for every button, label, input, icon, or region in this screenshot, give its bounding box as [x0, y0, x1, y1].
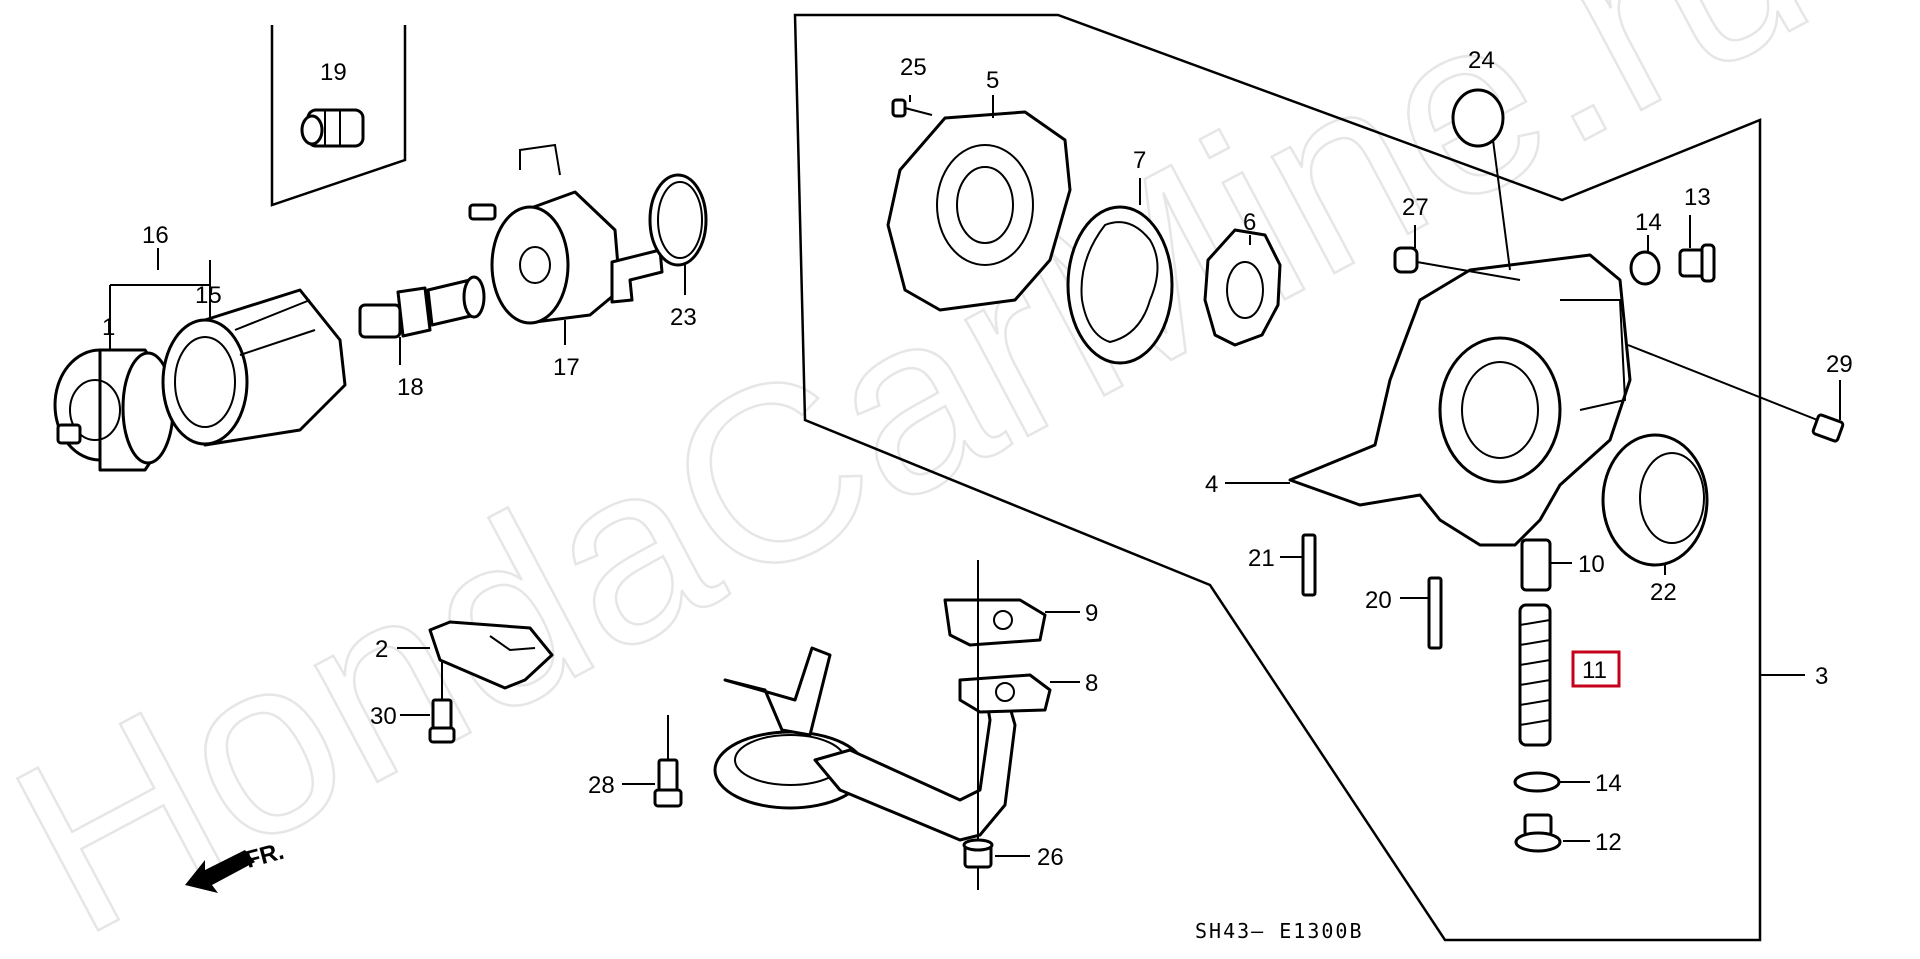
circlip-part[interactable] [1451, 88, 1505, 148]
highlighted-part-11[interactable]: 11 [1571, 650, 1621, 688]
part-label-2[interactable]: 2 [375, 636, 388, 663]
pipe-flange-8-part[interactable] [958, 673, 1052, 714]
oil-pressure-switch-part[interactable] [358, 275, 486, 339]
part-label-30[interactable]: 30 [370, 703, 397, 730]
part-label-12[interactable]: 12 [1595, 829, 1622, 856]
front-direction-arrow: FR. [185, 838, 287, 893]
part-label-5[interactable]: 5 [986, 67, 999, 94]
diagram-code: SH43— E1300B [1195, 919, 1364, 943]
part-label-21[interactable]: 21 [1248, 545, 1275, 572]
washer-14-bottom-part[interactable] [1513, 771, 1561, 793]
plug-part[interactable] [300, 108, 365, 148]
part-label-22[interactable]: 22 [1650, 579, 1677, 606]
screw-25-part[interactable] [891, 98, 933, 118]
part-label-1[interactable]: 1 [102, 314, 115, 341]
part-label-13[interactable]: 13 [1684, 184, 1711, 211]
bolt-28-part[interactable] [653, 715, 683, 808]
inner-rotor-part[interactable] [1203, 228, 1282, 347]
part-label-19[interactable]: 19 [320, 59, 347, 86]
part-label-7[interactable]: 7 [1133, 147, 1146, 174]
part-label-11[interactable]: 11 [1582, 657, 1607, 684]
bolt-29-part[interactable] [1627, 344, 1845, 443]
assembly-frame [793, 13, 1762, 942]
pump-cover-part[interactable] [886, 110, 1072, 312]
part-label-17[interactable]: 17 [553, 354, 580, 381]
bolt-30-part[interactable] [428, 660, 456, 744]
part-label-16[interactable]: 16 [142, 222, 169, 249]
stud-20-part[interactable] [1427, 576, 1443, 650]
part-label-20[interactable]: 20 [1365, 587, 1392, 614]
o-ring-inner [657, 181, 703, 259]
nut-26-part[interactable] [962, 838, 994, 869]
relief-spring-11-part[interactable] [1518, 603, 1552, 747]
part-label-14-top[interactable]: 14 [1635, 209, 1662, 236]
dowel-27-part[interactable] [1393, 246, 1419, 274]
gasket-9-part[interactable] [943, 598, 1047, 647]
plug-12-part[interactable] [1514, 813, 1562, 853]
stud-21-part[interactable] [1301, 533, 1317, 597]
leader-24-axis [1492, 139, 1511, 271]
oil-strainer-part[interactable] [713, 646, 1017, 842]
part-label-18[interactable]: 18 [397, 374, 424, 401]
o-ring-part[interactable] [648, 173, 708, 267]
part-label-27[interactable]: 27 [1402, 194, 1429, 221]
part-label-24[interactable]: 24 [1468, 47, 1495, 74]
oil-pump-housing-part[interactable] [1288, 253, 1632, 547]
part-label-23[interactable]: 23 [670, 304, 697, 331]
highlight-box [1571, 650, 1621, 688]
part-label-10[interactable]: 10 [1578, 551, 1605, 578]
part-label-9[interactable]: 9 [1085, 600, 1098, 627]
relief-valve-10-part[interactable] [1520, 538, 1552, 592]
part-label-25[interactable]: 25 [900, 54, 927, 81]
part-label-3[interactable]: 3 [1815, 663, 1828, 690]
leader-27-axis [1416, 261, 1521, 281]
part-label-15[interactable]: 15 [195, 282, 222, 309]
part-label-14-bottom[interactable]: 14 [1595, 770, 1622, 797]
part-label-28[interactable]: 28 [588, 772, 615, 799]
part-label-29[interactable]: 29 [1826, 351, 1853, 378]
filter-adapter-part[interactable] [53, 348, 175, 472]
outer-rotor-part[interactable] [1066, 205, 1174, 365]
oil-cooler-part[interactable] [468, 143, 664, 325]
baffle-plate-part[interactable] [428, 620, 554, 690]
plug-13-part[interactable] [1678, 243, 1716, 283]
oil-seal-part[interactable] [1601, 433, 1709, 567]
plug-frame [270, 25, 407, 207]
washer-14-top-part[interactable] [1629, 250, 1661, 286]
part-label-26[interactable]: 26 [1037, 844, 1064, 871]
oil-filter-part[interactable] [161, 288, 347, 447]
part-label-4[interactable]: 4 [1205, 471, 1218, 498]
part-label-6[interactable]: 6 [1243, 209, 1256, 236]
part-label-8[interactable]: 8 [1085, 670, 1098, 697]
leader-lines [109, 95, 1841, 857]
